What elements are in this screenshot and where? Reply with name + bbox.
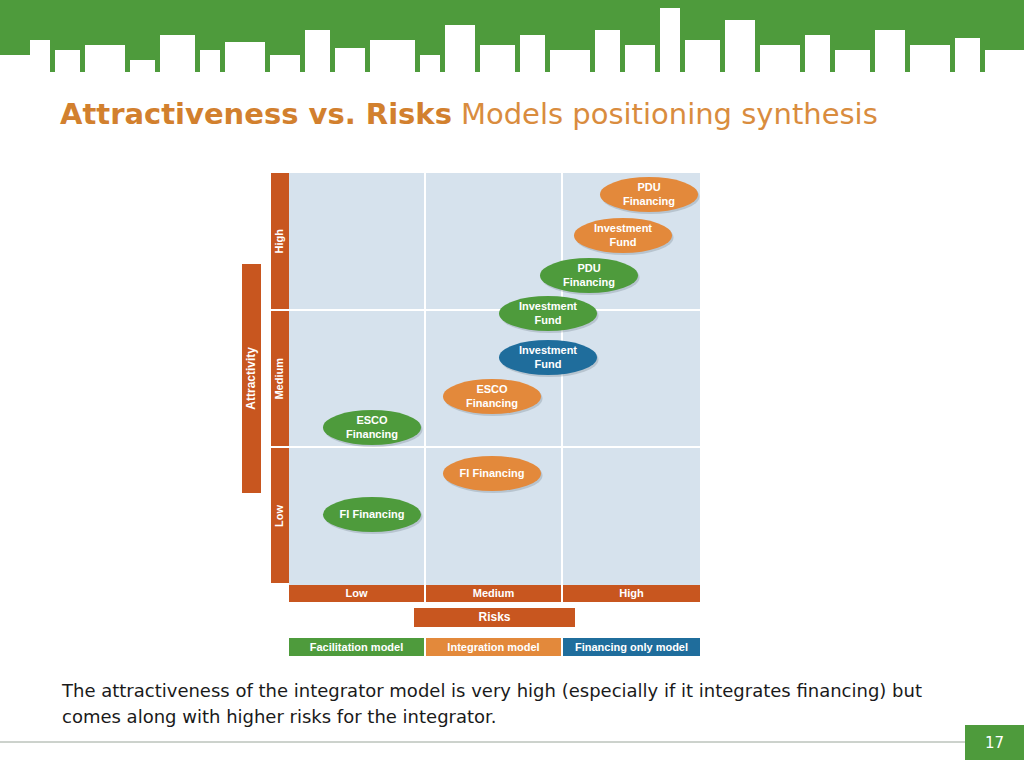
legend-label: Integration model [447,641,539,653]
legend-swatch: Facilitation model [289,638,424,656]
model-bubble: Investment Fund [574,218,672,253]
page-number-box [965,725,1024,760]
plot-area [289,173,700,585]
axis-band: Medium [426,585,561,602]
bubble-fill [323,497,421,532]
axis-label: Medium [473,587,515,600]
axis-band: High [563,585,700,602]
model-bubble: FI Financing [443,456,541,491]
bubble-label: Investment Fund [513,344,583,370]
bubble-fill [443,456,541,491]
axis-band: Medium [271,311,289,446]
page-number: 17 [965,725,1024,760]
legend-label: Financing only model [575,641,688,653]
bubble-label: FI Financing [340,508,405,521]
bubble-label: PDU Financing [554,262,624,288]
bubble-label: ESCO Financing [337,414,407,440]
subtitle: Models positioning synthesis [461,97,878,131]
title-line: Attractiveness vs. Risks Models positioni… [60,97,1000,131]
axis-label: Attractivity [244,347,258,410]
bubble-label: Investment Fund [588,222,658,248]
model-bubble: ESCO Financing [443,379,541,414]
bubble-fill [540,258,638,293]
model-bubble: Investment Fund [499,296,597,331]
bubble-fill [574,218,672,253]
bubble-label: ESCO Financing [457,383,527,409]
model-bubble: FI Financing [323,497,421,532]
axis-label: Low [273,505,286,527]
legend-label: Facilitation model [310,641,404,653]
bubble-fill [323,410,421,445]
caption: The attractiveness of the integrator mod… [62,678,942,730]
axis-label: High [619,587,643,600]
axis-label: Medium [273,358,286,400]
bubble-fill [443,379,541,414]
axis-title-band: Risks [414,608,575,627]
axis-label: Risks [478,610,510,624]
legend-swatch: Financing only model [563,638,700,656]
bubble-label: PDU Financing [614,181,684,207]
bubble-fill [600,177,698,212]
model-bubble: PDU Financing [600,177,698,212]
axis-label: Low [346,587,368,600]
bubble-fill [499,296,597,331]
model-bubble: PDU Financing [540,258,638,293]
axis-title-band: Attractivity [242,264,261,493]
axis-band: Low [271,448,289,583]
axis-band: High [271,173,289,309]
bubble-label: FI Financing [460,467,525,480]
legend-swatch: Integration model [426,638,561,656]
skyline-buildings [0,8,1024,82]
axis-band: Low [289,585,424,602]
model-bubble: ESCO Financing [323,410,421,445]
bubble-fill [499,340,597,375]
grid-lines [289,173,700,585]
bubble-label: Investment Fund [513,300,583,326]
footer-rule [0,742,965,743]
axis-label: High [273,229,286,253]
model-bubble: Investment Fund [499,340,597,375]
slide-title: Attractiveness vs. Risks [60,97,452,131]
